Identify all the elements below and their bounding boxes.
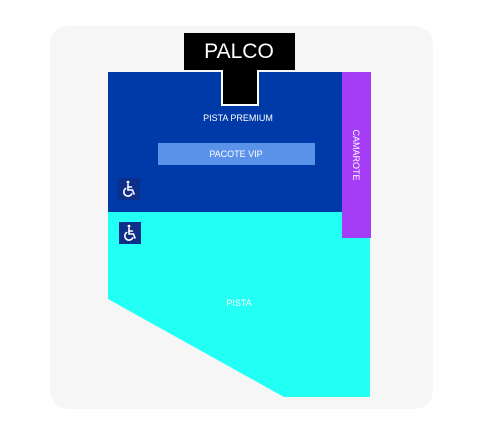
sector-pista-area[interactable]	[108, 212, 370, 397]
sector-pista[interactable]: PISTA	[108, 212, 370, 397]
stage-runway	[223, 66, 257, 104]
accessible-seating-upper[interactable]	[118, 178, 140, 200]
wheelchair-icon	[123, 180, 135, 197]
sector-pacote-vip[interactable]: PACOTE VIP	[158, 143, 315, 165]
sector-camarote-label: CAMAROTE	[351, 129, 361, 180]
sector-pacote-vip-area[interactable]	[158, 143, 315, 165]
wheelchair-icon	[124, 224, 136, 241]
stage: PALCO	[184, 33, 295, 106]
accessible-seating-lower[interactable]	[119, 222, 141, 244]
sector-pacote-vip-label: PACOTE VIP	[209, 149, 262, 159]
sector-pista-label: PISTA	[226, 298, 251, 308]
sector-camarote[interactable]: CAMAROTE	[342, 72, 371, 238]
sector-pista-premium-label: PISTA PREMIUM	[203, 113, 273, 123]
stage-label: PALCO	[204, 40, 274, 63]
stage-platform	[184, 33, 295, 70]
sector-camarote-area[interactable]	[342, 72, 371, 238]
